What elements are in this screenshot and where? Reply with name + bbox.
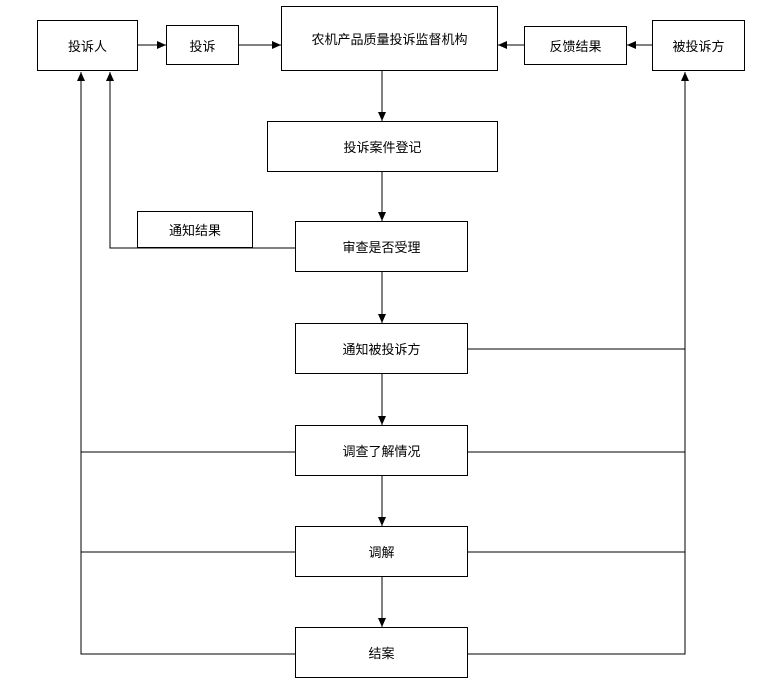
node-register: 投诉案件登记 (267, 121, 498, 172)
node-notify-result-label: 通知结果 (168, 224, 221, 239)
node-close: 结案 (295, 627, 468, 678)
node-feedback: 反馈结果 (524, 26, 627, 65)
node-mediate: 调解 (295, 526, 468, 577)
node-complainant: 投诉人 (37, 20, 138, 71)
node-agency-label: 农机产品质量投诉监督机构 (311, 33, 468, 48)
node-complaint: 投诉 (166, 25, 239, 65)
node-agency: 农机产品质量投诉监督机构 (281, 6, 498, 71)
line-close-to-complainant (77, 72, 295, 655)
node-notify-respondent-label: 通知被投诉方 (342, 343, 421, 358)
node-respondent: 被投诉方 (652, 20, 745, 71)
node-review: 审查是否受理 (295, 221, 468, 272)
node-review-label: 审查是否受理 (342, 241, 421, 256)
node-mediate-label: 调解 (368, 546, 395, 561)
node-investigate: 调查了解情况 (295, 425, 468, 476)
node-notify-result: 通知结果 (137, 211, 253, 248)
node-close-label: 结案 (368, 647, 395, 662)
node-notify-respondent: 通知被投诉方 (295, 323, 468, 374)
node-register-label: 投诉案件登记 (343, 141, 422, 156)
node-investigate-label: 调查了解情况 (342, 445, 421, 460)
line-close-to-respondent (468, 72, 689, 655)
node-feedback-label: 反馈结果 (549, 40, 602, 55)
node-respondent-label: 被投诉方 (672, 40, 725, 55)
line-review-to-complainant (106, 72, 295, 249)
node-complainant-label: 投诉人 (67, 40, 107, 55)
node-complaint-label: 投诉 (189, 39, 216, 55)
